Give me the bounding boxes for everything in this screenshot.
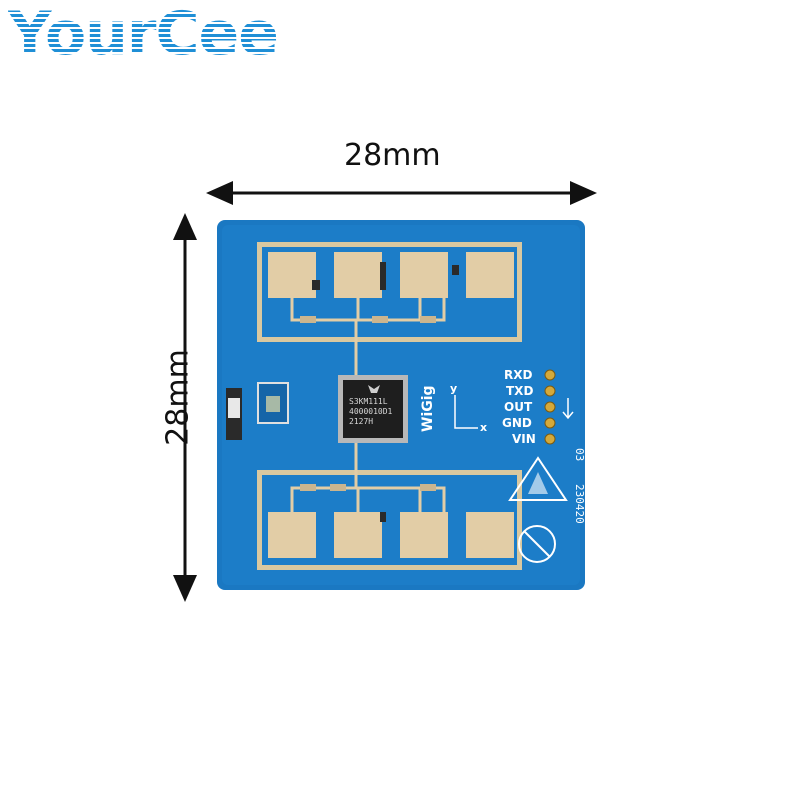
antenna-array-bottom — [257, 440, 522, 570]
pin-label-txd: TXD — [506, 384, 533, 398]
revision-mark: 03 — [573, 448, 586, 461]
status-led-component — [226, 382, 289, 440]
pin-label-out: OUT — [504, 400, 533, 414]
chip-marking-1: S3KM111L — [349, 397, 388, 406]
axis-x-label: x — [480, 421, 487, 434]
axis-y-label: y — [450, 382, 457, 395]
radar-pcb-board: S3KM111L 4000010D1 2127H WiGig y x RXD T… — [217, 220, 586, 590]
warning-triangle-icon — [508, 456, 568, 501]
antenna-array-top — [257, 242, 522, 385]
yourcee-logo: YourCee — [8, 0, 279, 69]
radar-chip: S3KM111L 4000010D1 2127H — [338, 375, 408, 443]
no-pb-icon — [518, 525, 556, 563]
chip-marking-2: 4000010D1 — [349, 407, 393, 416]
pin-label-gnd: GND — [502, 416, 532, 430]
pin-header: RXD TXD OUT GND VIN — [502, 368, 574, 446]
axis-indicator: y x — [450, 382, 487, 434]
date-code: 230420 — [573, 484, 586, 524]
pin-label-vin: VIN — [512, 432, 536, 446]
chip-marking-3: 2127H — [349, 417, 373, 426]
wigig-mark: WiGig — [420, 385, 436, 432]
width-dimension-label: 28mm — [344, 138, 441, 173]
pin-label-rxd: RXD — [504, 368, 532, 382]
